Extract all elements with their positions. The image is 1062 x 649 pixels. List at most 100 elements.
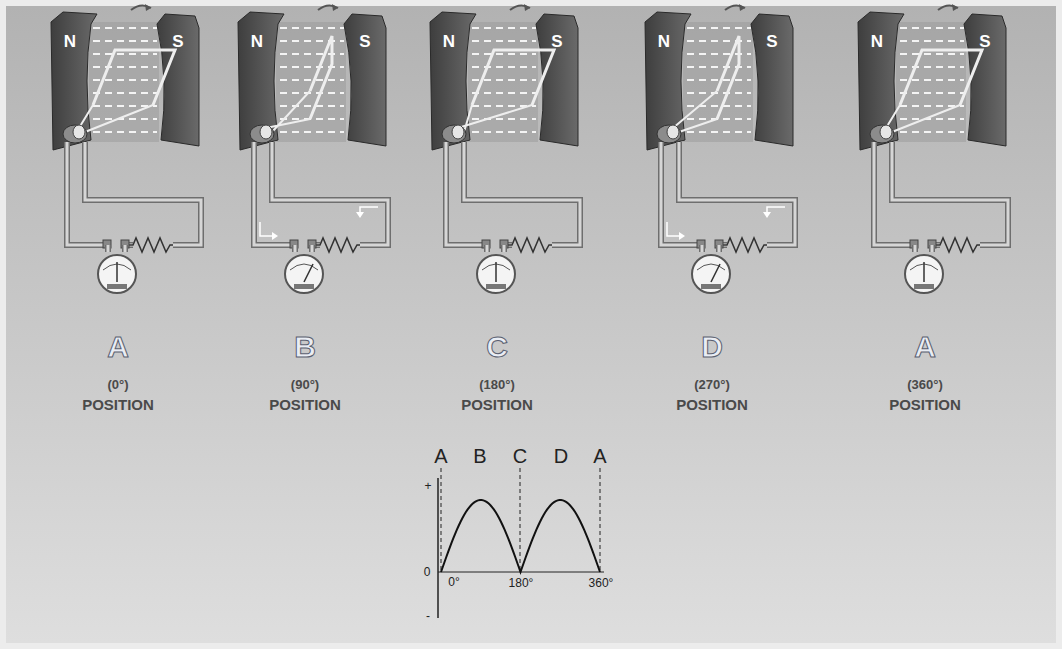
meter-scale bbox=[697, 264, 725, 270]
position-label: POSITION bbox=[461, 396, 533, 413]
position-letter: D bbox=[701, 330, 723, 364]
wire-core bbox=[914, 245, 917, 252]
graph-position-letter-holder: A bbox=[434, 445, 447, 468]
wire-core bbox=[718, 245, 721, 252]
current-arrow bbox=[360, 207, 378, 212]
field-line bbox=[472, 53, 536, 55]
field-line bbox=[280, 40, 344, 42]
position-marker bbox=[520, 468, 521, 572]
field-line bbox=[472, 131, 536, 133]
generator-panel bbox=[51, 4, 201, 293]
field-line bbox=[472, 66, 536, 68]
resistor-symbol bbox=[722, 238, 767, 252]
position-letter: C bbox=[486, 330, 508, 364]
magnet-pole-holder: S bbox=[172, 32, 183, 52]
rotation-arrowhead bbox=[524, 4, 530, 11]
wire-core bbox=[85, 142, 201, 245]
coil-lead bbox=[79, 105, 153, 132]
rotation-arrowhead bbox=[332, 4, 338, 11]
field-line bbox=[93, 131, 157, 133]
wire bbox=[272, 142, 388, 245]
field-line bbox=[687, 118, 751, 120]
magnet-pole-holder: N bbox=[658, 32, 670, 52]
wire-core bbox=[931, 245, 934, 252]
meter bbox=[692, 255, 730, 293]
commutator-end bbox=[667, 125, 679, 139]
wire-core bbox=[892, 142, 1008, 245]
axis-sign-holder: + bbox=[424, 479, 431, 493]
meter-scale bbox=[290, 264, 318, 270]
wire bbox=[716, 245, 722, 252]
position-letter-holder: B bbox=[294, 330, 316, 364]
axis-sign: + bbox=[424, 479, 431, 493]
meter-needle bbox=[304, 264, 313, 282]
armature-coil bbox=[900, 50, 982, 105]
meter-needle bbox=[495, 262, 497, 282]
graph-position-letter-holder: D bbox=[554, 445, 568, 468]
axis-angle: 0° bbox=[448, 575, 459, 589]
meter bbox=[285, 255, 323, 293]
resistor-symbol bbox=[128, 238, 173, 252]
wire bbox=[122, 245, 128, 252]
wire-core bbox=[701, 245, 704, 252]
field-line bbox=[900, 53, 964, 55]
magnetic-field bbox=[89, 22, 159, 142]
commutator-end bbox=[880, 125, 892, 139]
magnet-pole: N bbox=[251, 32, 263, 52]
field-line bbox=[280, 27, 344, 29]
field-line bbox=[687, 105, 751, 107]
armature-coil bbox=[310, 36, 332, 119]
south-magnet bbox=[751, 14, 793, 146]
magnet-pole-holder: S bbox=[979, 32, 990, 52]
magnet-pole: N bbox=[871, 32, 883, 52]
magnetic-field bbox=[896, 22, 966, 142]
axis-sign: - bbox=[426, 609, 430, 623]
resistor-symbol bbox=[935, 238, 980, 252]
wire bbox=[699, 245, 705, 252]
graph-position-letter: A bbox=[593, 445, 606, 468]
wire-core bbox=[679, 142, 795, 245]
commutator-end bbox=[452, 125, 464, 139]
south-magnet bbox=[344, 14, 386, 146]
wire-core bbox=[272, 142, 388, 245]
wire-core bbox=[486, 245, 489, 252]
position-label-holder: POSITION bbox=[82, 396, 154, 413]
field-line bbox=[280, 66, 344, 68]
current-arrow bbox=[260, 222, 272, 236]
armature-coil bbox=[93, 50, 175, 105]
north-magnet bbox=[430, 12, 476, 150]
graph-position-letter: D bbox=[554, 445, 568, 468]
graph-position-letter-holder: A bbox=[593, 445, 606, 468]
field-line bbox=[472, 27, 536, 29]
position-label-holder: POSITION bbox=[269, 396, 341, 413]
field-line bbox=[93, 53, 157, 55]
meter-base bbox=[107, 284, 127, 289]
current-arrowhead bbox=[679, 232, 685, 240]
magnet-pole: N bbox=[64, 32, 76, 52]
generator-panel bbox=[858, 4, 1008, 293]
y-axis bbox=[437, 478, 439, 618]
magnet-pole-holder: S bbox=[551, 32, 562, 52]
position-label-holder: POSITION bbox=[889, 396, 961, 413]
field-line bbox=[472, 40, 536, 42]
magnet-pole-holder: N bbox=[871, 32, 883, 52]
meter bbox=[98, 255, 136, 293]
angle-label-holder: (270°) bbox=[694, 377, 730, 392]
generator-panel bbox=[645, 4, 795, 293]
magnet-pole-holder: S bbox=[766, 32, 777, 52]
field-line bbox=[900, 118, 964, 120]
wire bbox=[464, 142, 580, 245]
meter bbox=[905, 255, 943, 293]
resistor-symbol bbox=[507, 238, 552, 252]
axis-zero-holder: 0 bbox=[424, 565, 431, 579]
axis-angle: 360° bbox=[589, 576, 614, 590]
magnet-pole: S bbox=[766, 32, 777, 52]
rotation-arrowhead bbox=[145, 4, 151, 11]
angle-label-holder: (180°) bbox=[479, 377, 515, 392]
wire bbox=[292, 245, 298, 252]
output-waveform bbox=[441, 500, 600, 572]
current-arrowhead bbox=[763, 212, 771, 218]
field-line bbox=[900, 92, 964, 94]
rotation-arrowhead bbox=[739, 4, 745, 11]
meter bbox=[477, 255, 515, 293]
